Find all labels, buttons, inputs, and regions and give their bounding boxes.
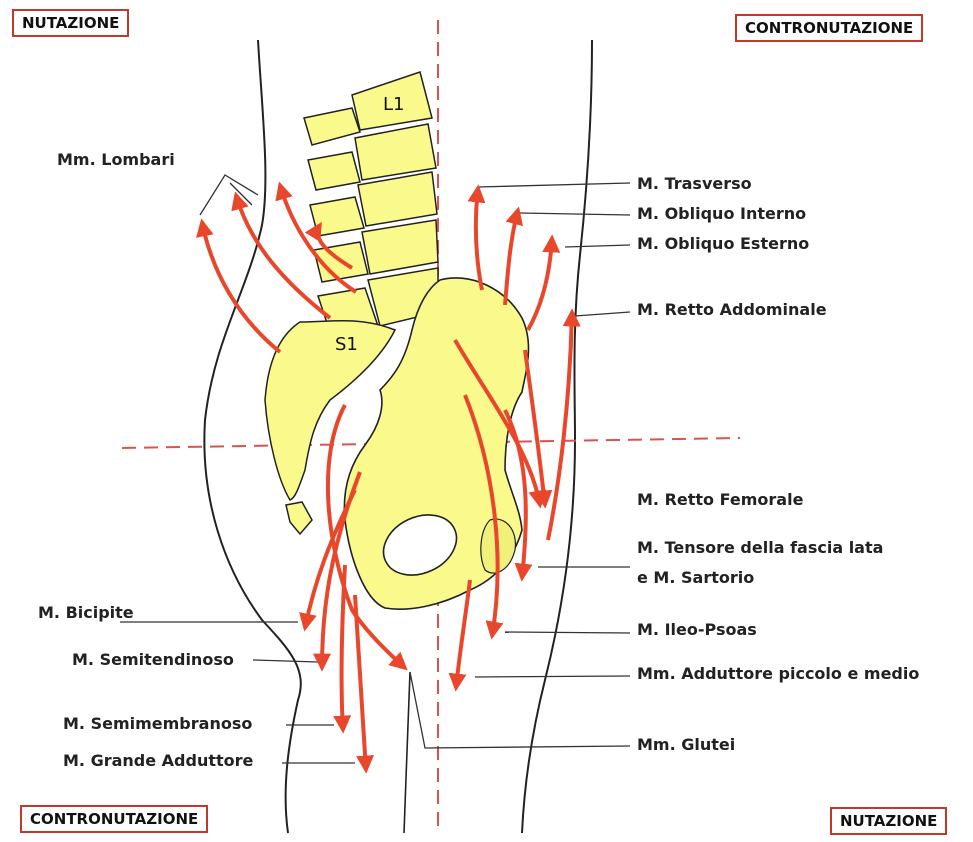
arrow-retto-addominale — [548, 312, 572, 540]
arrow-obliquo-interno — [505, 210, 518, 305]
label-m-ileo-psoas: M. Ileo-Psoas — [637, 620, 757, 639]
vertebra-s1-label: S1 — [335, 334, 358, 355]
arrow-obliquo-esterno — [528, 238, 552, 330]
corner-label-top-left: NUTAZIONE — [12, 9, 129, 37]
label-m-sartorio: e M. Sartorio — [637, 568, 754, 587]
label-m-semitendinoso: M. Semitendinoso — [72, 650, 234, 669]
vertebra-l1-label: L1 — [383, 94, 404, 115]
label-m-bicipite: M. Bicipite — [38, 603, 134, 622]
arrow-lombari-1 — [202, 222, 280, 352]
label-mm-adduttore: Mm. Adduttore piccolo e medio — [637, 664, 919, 683]
label-m-trasverso: M. Trasverso — [637, 174, 752, 193]
corner-label-bottom-right: NUTAZIONE — [830, 807, 947, 835]
corner-label-top-right: CONTRONUTAZIONE — [735, 14, 923, 42]
label-m-semimembranoso: M. Semimembranoso — [63, 714, 252, 733]
coccyx — [286, 502, 312, 534]
label-m-retto-femorale: M. Retto Femorale — [637, 490, 803, 509]
lumbar-spine — [304, 72, 438, 332]
thigh-inner-line — [404, 672, 410, 833]
label-m-tensore: M. Tensore della fascia lata — [637, 538, 883, 557]
label-mm-lombari: Mm. Lombari — [57, 150, 175, 169]
arrow-trasverso — [476, 188, 482, 290]
label-m-grande-adduttore: M. Grande Adduttore — [63, 751, 253, 770]
label-m-obliquo-interno: M. Obliquo Interno — [637, 204, 806, 223]
label-m-retto-addominale: M. Retto Addominale — [637, 300, 827, 319]
corner-label-bottom-left: CONTRONUTAZIONE — [20, 805, 208, 833]
label-m-obliquo-esterno: M. Obliquo Esterno — [637, 234, 809, 253]
label-mm-glutei: Mm. Glutei — [637, 735, 735, 754]
body-outline-right — [522, 40, 592, 833]
